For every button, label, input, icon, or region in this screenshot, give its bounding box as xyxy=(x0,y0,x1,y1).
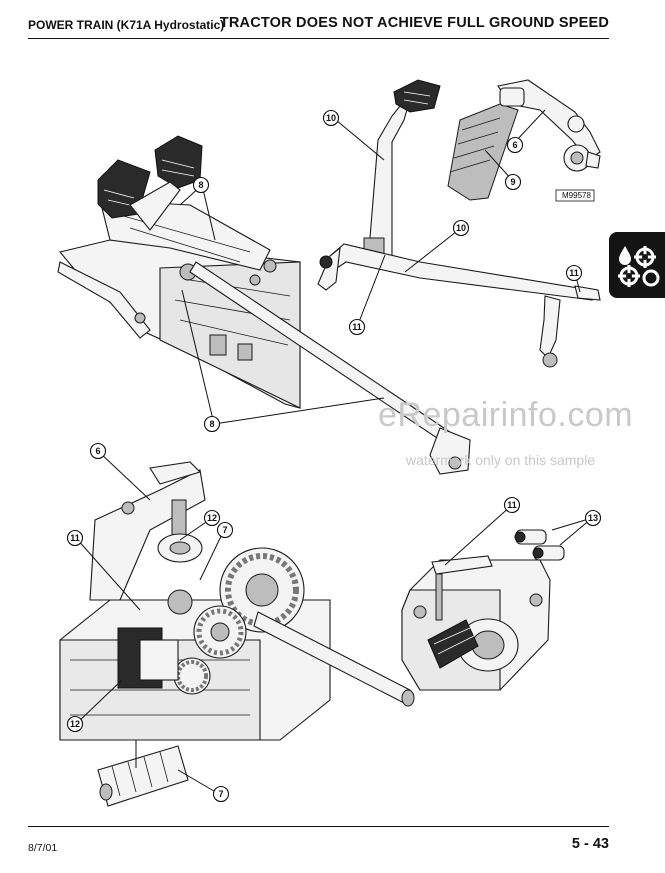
callout-6a: 6 xyxy=(506,136,524,154)
callout-11a: 12 xyxy=(203,509,221,527)
svg-text:7: 7 xyxy=(218,789,223,799)
pedal-assembly xyxy=(57,135,471,475)
callout-11b: 12 xyxy=(66,715,84,733)
footer-rule xyxy=(28,826,609,827)
svg-text:11: 11 xyxy=(70,533,80,543)
callout-9: 9 xyxy=(504,173,522,191)
page-number: 5 - 43 xyxy=(571,836,609,852)
pump-assembly xyxy=(401,529,565,691)
callout-8a: 8 xyxy=(192,176,210,194)
svg-text:6: 6 xyxy=(512,140,517,150)
gear-large xyxy=(219,547,305,633)
callout-12b: 11 xyxy=(348,318,366,336)
figure-id-label: M99578 xyxy=(562,191,591,200)
exploded-diagram: M99578 xyxy=(57,79,602,807)
callout-13: 13 xyxy=(584,509,602,527)
callout-12c: 11 xyxy=(66,529,84,547)
svg-text:12: 12 xyxy=(70,719,80,729)
page-title: TRACTOR DOES NOT ACHIEVE FULL GROUND SPE… xyxy=(219,15,609,31)
check-valve-pair xyxy=(514,529,565,561)
svg-text:9: 9 xyxy=(510,177,515,187)
callout-6b: 6 xyxy=(89,442,107,460)
svg-text:12: 12 xyxy=(207,513,217,523)
footer-date: 8/7/01 xyxy=(28,842,58,854)
svg-text:10: 10 xyxy=(326,113,336,123)
page-header: POWER TRAIN (K71A Hydrostatic) TRACTOR D… xyxy=(28,14,609,36)
header-rule xyxy=(28,38,609,39)
svg-text:8: 8 xyxy=(198,180,203,190)
svg-text:11: 11 xyxy=(507,500,517,510)
control-linkage xyxy=(317,79,601,368)
svg-text:10: 10 xyxy=(456,223,466,233)
watermark-main: eRepairinfo.com xyxy=(378,396,634,434)
section-tab xyxy=(609,232,665,298)
svg-text:7: 7 xyxy=(222,525,227,535)
callout-10b: 7 xyxy=(212,785,230,803)
svg-text:6: 6 xyxy=(95,446,100,456)
svg-text:8: 8 xyxy=(209,419,214,429)
callout-7a: 10 xyxy=(322,109,340,127)
section-title: POWER TRAIN (K71A Hydrostatic) xyxy=(28,18,225,32)
leader-lines xyxy=(75,109,593,795)
powertrain-gears-icon xyxy=(618,246,660,287)
callout-12a: 11 xyxy=(565,264,583,282)
watermark-sub: watermark only on this sample xyxy=(406,452,596,468)
callout-12d: 11 xyxy=(503,496,521,514)
svg-text:11: 11 xyxy=(569,268,579,278)
callout-7b: 10 xyxy=(452,219,470,237)
callout-8b: 8 xyxy=(203,415,221,433)
svg-text:13: 13 xyxy=(588,513,598,523)
gear-medium xyxy=(193,605,247,659)
callout-10a: 7 xyxy=(216,521,234,539)
gear-small xyxy=(173,657,211,695)
transaxle-assembly xyxy=(59,461,415,807)
svg-text:11: 11 xyxy=(352,322,362,332)
